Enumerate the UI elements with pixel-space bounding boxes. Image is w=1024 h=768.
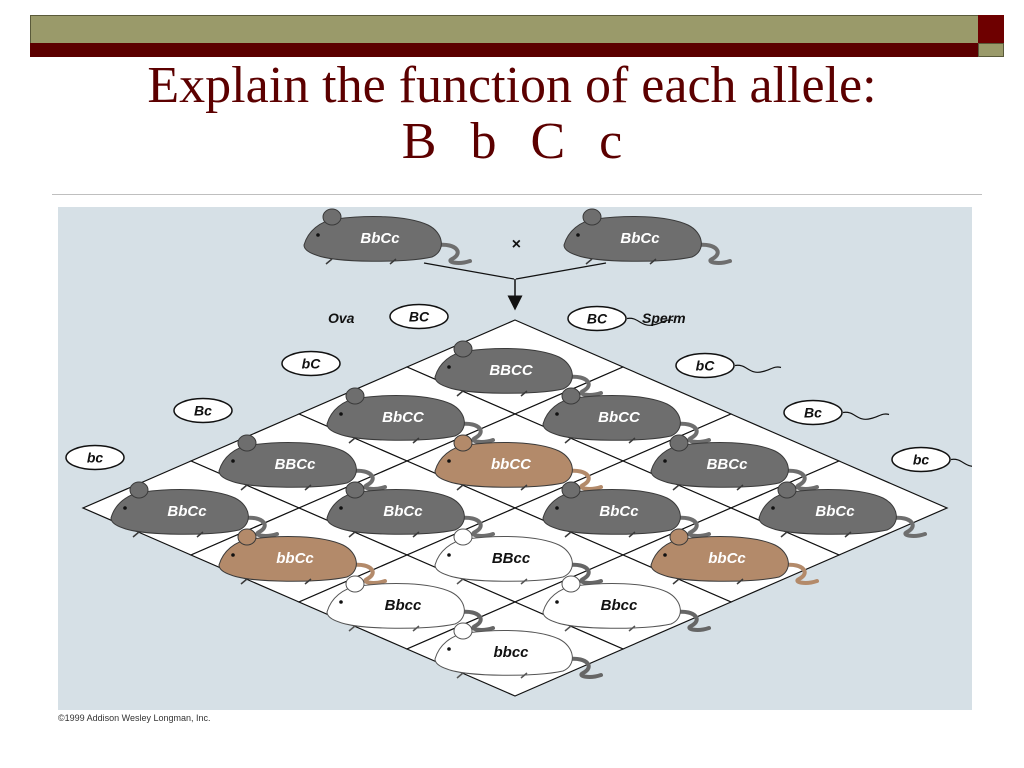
parent-mouse-left: BbCc [303, 208, 472, 265]
sperm-gamete: BC [567, 305, 674, 332]
ova-gametes: BC bC Bc bc [65, 303, 449, 471]
gamete-label: bc [87, 450, 104, 466]
cross-line-right [515, 262, 607, 280]
title-divider [52, 194, 982, 195]
sperm-gamete: bC [675, 352, 782, 379]
punnett-square-svg: BbCc BbCc × Ova Sperm BBCCBbCCBBCcBbCcBb… [65, 208, 972, 697]
genotype-label: Bbcc [601, 597, 638, 614]
offspring-mouse: BbCc [110, 481, 279, 538]
offspring-mouse: bbCc [650, 528, 819, 585]
genotype-label: bbCc [708, 550, 746, 567]
offspring-mouse: bbCC [434, 434, 603, 491]
offspring-mouse: Bbcc [326, 575, 495, 632]
gamete-label: bC [696, 358, 716, 374]
gamete-label: BC [587, 311, 608, 327]
offspring-mouse: BbCC [542, 387, 711, 444]
gamete-label: bC [302, 356, 322, 372]
genotype-label: bbcc [493, 644, 529, 661]
parent-mouse-right-body: BbCc [563, 208, 732, 265]
offspring-mouse: BbCc [758, 481, 927, 538]
genotype-label: BbCc [360, 230, 400, 247]
offspring-mouse: BbCc [326, 481, 495, 538]
gamete-label: Bc [194, 403, 212, 419]
offspring-mouse: BbCC [326, 387, 495, 444]
genotype-label: BBcc [492, 550, 531, 567]
sperm-gamete: bc [891, 446, 972, 473]
offspring-mouse: Bbcc [542, 575, 711, 632]
genotype-label: Bbcc [385, 597, 422, 614]
cross-line-left [423, 262, 515, 280]
offspring-mouse: BbCc [542, 481, 711, 538]
genotype-label: BbCc [383, 503, 423, 520]
allele-c: c [599, 113, 623, 170]
offspring-mouse: BBcc [434, 528, 603, 585]
allele-B: B [401, 113, 437, 170]
parent-mouse-right: BbCc [563, 208, 732, 265]
genotype-label: BbCc [167, 503, 207, 520]
copyright-notice: ©1999 Addison Wesley Longman, Inc. [58, 713, 211, 723]
sperm-gamete: Bc [783, 399, 890, 426]
genotype-label: BBCc [275, 456, 316, 473]
genotype-label: bbCC [491, 456, 532, 473]
ova-gamete: BC [389, 303, 449, 330]
header-corner-olive [978, 43, 1004, 57]
genotype-label: BbCc [815, 503, 855, 520]
ova-gamete: Bc [173, 397, 233, 424]
header-bar-olive [30, 15, 980, 45]
offspring-mouse: bbCc [218, 528, 387, 585]
genotype-label: bbCc [276, 550, 314, 567]
gamete-label: BC [409, 309, 430, 325]
allele-C: C [530, 113, 566, 170]
cross-symbol: × [511, 236, 520, 253]
genotype-label: BbCc [620, 230, 660, 247]
header-bar-maroon [30, 43, 978, 57]
genotype-label: BbCc [599, 503, 639, 520]
allele-b: b [470, 113, 497, 170]
header-corner-red [978, 15, 1004, 43]
genotype-label: BbCC [598, 409, 641, 426]
parent-mouse-left-body: BbCc [303, 208, 472, 265]
gamete-label: bc [913, 452, 930, 468]
ova-label: Ova [328, 310, 355, 326]
sperm-gametes: BC bC Bc bc [567, 305, 972, 473]
offspring-mouse: BBCc [218, 434, 387, 491]
ova-gamete: bc [65, 444, 125, 471]
offspring-mouse: bbcc [434, 622, 603, 679]
offspring-mouse: BBCc [650, 434, 819, 491]
genotype-label: BBCc [707, 456, 748, 473]
genotype-label: BbCC [382, 409, 425, 426]
offspring-mouse: BBCC [434, 340, 603, 397]
sperm-label: Sperm [642, 310, 686, 326]
gamete-label: Bc [804, 405, 822, 421]
ova-gamete: bC [281, 350, 341, 377]
genotype-label: BBCC [489, 362, 533, 379]
title-line: Explain the function of each allele: [147, 57, 877, 114]
